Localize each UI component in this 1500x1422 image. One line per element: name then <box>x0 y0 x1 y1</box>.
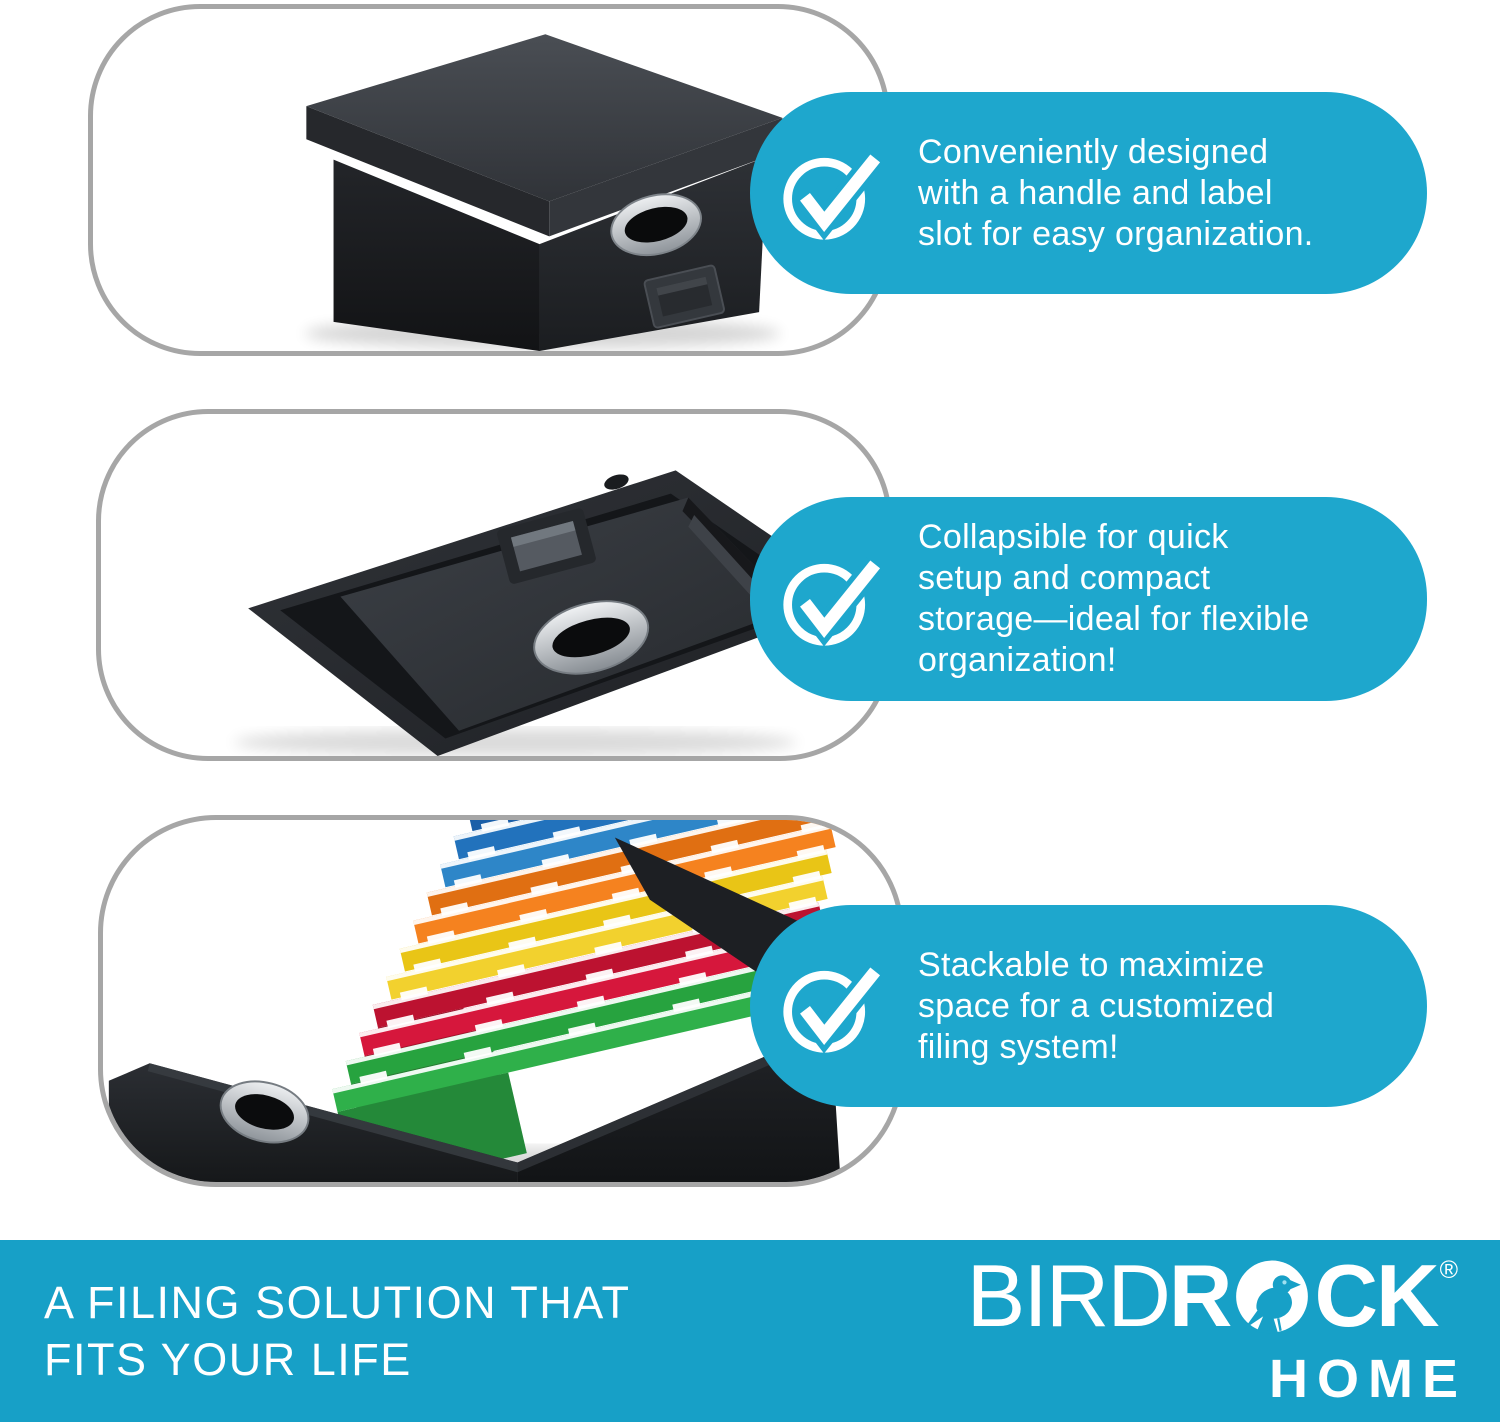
feature-bubble-stackable: Stackable to maximize space for a custom… <box>750 905 1427 1107</box>
box-handle <box>610 193 702 257</box>
feature-line: organization! <box>918 641 1117 679</box>
tagline-line: A FILING SOLUTION THAT <box>44 1277 631 1328</box>
logo-rock-text: R <box>1168 1246 1440 1345</box>
feature-line: filing system! <box>918 1027 1119 1066</box>
feature-line: Conveniently designed <box>918 132 1269 171</box>
logo-home-text: HOME <box>1269 1349 1467 1409</box>
box-handle <box>533 600 650 675</box>
feature-line: storage—ideal for flexible <box>918 600 1310 638</box>
feature-line: Collapsible for quick <box>918 518 1229 556</box>
box-handle <box>219 1080 310 1144</box>
brand-banner: A FILING SOLUTION THAT FITS YOUR LIFE BI… <box>0 1240 1500 1422</box>
checkmark-icon <box>783 557 880 647</box>
bird-eye <box>1282 1280 1288 1285</box>
tagline: A FILING SOLUTION THAT FITS YOUR LIFE <box>44 1274 630 1388</box>
feature-line: with a handle and label <box>918 173 1273 212</box>
feature-text: Collapsible for quick setup and compact … <box>918 517 1309 681</box>
bird-icon <box>1233 1259 1311 1337</box>
label-slot <box>497 508 596 584</box>
box-front-left-face <box>108 1063 518 1182</box>
birdrock-logo: BIRD R <box>967 1252 1458 1410</box>
feature-line: setup and compact <box>918 559 1211 597</box>
feature-text: Conveniently designed with a handle and … <box>918 132 1314 255</box>
checkmark-icon <box>783 151 880 241</box>
feature-line: slot for easy organization. <box>918 214 1314 253</box>
lidded-box-photo <box>304 34 783 351</box>
label-slot <box>643 264 725 329</box>
feature-line: space for a customized <box>918 986 1275 1025</box>
collapsed-box-photo <box>233 470 864 756</box>
feature-text: Stackable to maximize space for a custom… <box>918 945 1274 1068</box>
logo-letter-r: R <box>1168 1246 1233 1345</box>
checkmark-icon <box>783 964 880 1054</box>
birdrock-wordmark: BIRD R <box>967 1252 1458 1340</box>
tagline-line: FITS YOUR LIFE <box>44 1334 412 1385</box>
feature-bubble-collapsible: Collapsible for quick setup and compact … <box>750 497 1427 701</box>
logo-letters-ck: CK <box>1314 1246 1439 1345</box>
feature-line: Stackable to maximize <box>918 945 1265 984</box>
registered-mark: ® <box>1439 1256 1458 1284</box>
logo-bird-text: BIRD <box>966 1246 1171 1345</box>
feature-bubble-handle-label: Conveniently designed with a handle and … <box>750 92 1427 294</box>
